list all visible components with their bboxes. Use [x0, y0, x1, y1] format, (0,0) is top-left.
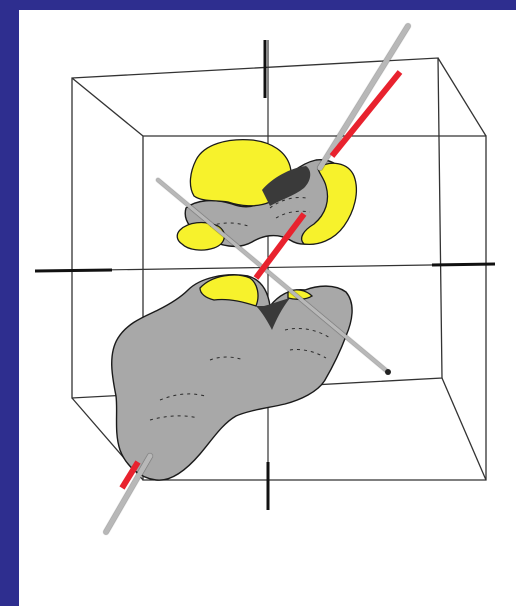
axis-highlight-top: [332, 72, 400, 156]
crosshair-tick-right: [432, 264, 495, 265]
oblique-rod-end: [385, 369, 391, 375]
crosshair: [35, 40, 495, 510]
calcaneus-bone-icon: [112, 275, 352, 480]
box-edge-br: [442, 378, 486, 480]
crosshair-tick-left: [35, 270, 112, 271]
box-edge-tr: [438, 58, 486, 136]
calcaneus-body: [112, 275, 352, 480]
axis-rod-lower: [106, 456, 150, 532]
axis-rod-upper: [320, 26, 408, 168]
box-edge-tl: [72, 78, 143, 136]
talus-cartilage-lower: [177, 223, 224, 251]
rotation-axis-icon: [106, 26, 408, 532]
